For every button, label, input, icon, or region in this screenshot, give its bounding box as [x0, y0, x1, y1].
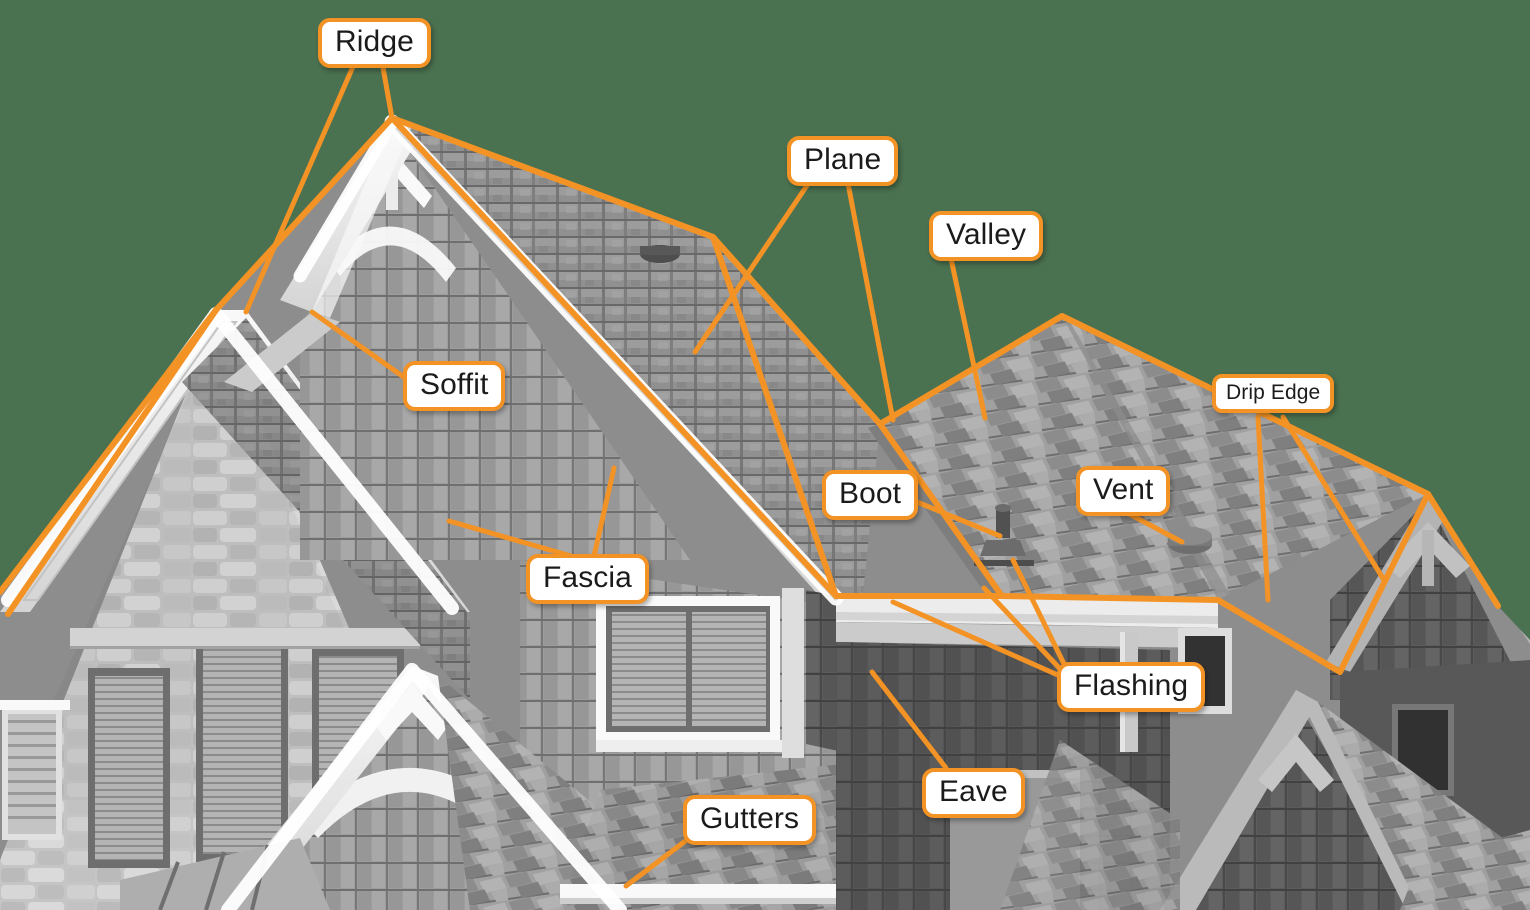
roof-outline-segment	[1215, 491, 1431, 675]
leader-line-drip-edge	[1280, 414, 1387, 583]
leader-line-ridge	[243, 59, 358, 315]
callout-eave[interactable]: Eave	[922, 768, 1025, 818]
callout-label-text: Flashing	[1074, 669, 1189, 702]
leader-line-plane	[844, 175, 896, 423]
callout-valley[interactable]: Valley	[929, 211, 1044, 261]
callout-label-text: Valley	[946, 218, 1027, 251]
leader-line-flashing	[1010, 557, 1069, 671]
pipe-boot	[974, 504, 1034, 566]
callout-plane[interactable]: Plane	[787, 136, 899, 186]
callout-label-text: Plane	[804, 143, 882, 176]
callout-gutters[interactable]: Gutters	[683, 795, 817, 845]
callout-label-text: Boot	[839, 477, 902, 510]
roof-outline-segment	[0, 307, 219, 595]
roof-outline-segment	[389, 115, 1431, 497]
callout-drip-edge[interactable]: Drip Edge	[1212, 374, 1335, 413]
leader-line-plane	[692, 175, 815, 355]
leader-line-valley	[947, 251, 988, 421]
callout-ridge[interactable]: Ridge	[318, 18, 431, 68]
leader-line-fascia	[591, 465, 617, 559]
leader-line-gutters	[623, 833, 695, 889]
callout-vent[interactable]: Vent	[1076, 466, 1171, 516]
leader-line-flashing	[981, 585, 1066, 675]
callout-label-text: Soffit	[420, 368, 489, 401]
leader-lines	[243, 59, 1387, 889]
gable-louver-vent	[0, 700, 70, 840]
leader-line-flashing	[890, 599, 1063, 679]
callout-label-text: Ridge	[335, 25, 414, 58]
roof-outline-segment	[5, 115, 839, 617]
leader-line-eave	[869, 669, 949, 771]
leader-line-ridge	[379, 59, 395, 121]
callout-label-text: Gutters	[700, 802, 800, 835]
roof-outline	[0, 115, 1501, 675]
callout-label-text: Drip Edge	[1226, 381, 1321, 404]
callout-soffit[interactable]: Soffit	[403, 361, 506, 411]
roof-vent-secondary	[640, 245, 680, 263]
callout-label-text: Vent	[1093, 473, 1154, 506]
callout-fascia[interactable]: Fascia	[526, 554, 649, 604]
roof-outline-segment	[1425, 491, 1501, 609]
leader-line-boot	[909, 497, 1003, 539]
leader-line-soffit	[309, 309, 418, 388]
leader-line-drip-edge	[1255, 414, 1271, 603]
callout-boot[interactable]: Boot	[822, 470, 919, 520]
roof-outline-segment	[833, 593, 1221, 603]
callout-flashing[interactable]: Flashing	[1057, 662, 1206, 712]
callout-label-text: Fascia	[543, 561, 632, 594]
callout-label-text: Eave	[939, 775, 1008, 808]
leader-line-fascia	[446, 518, 574, 559]
roof-outline-segment	[710, 234, 839, 599]
